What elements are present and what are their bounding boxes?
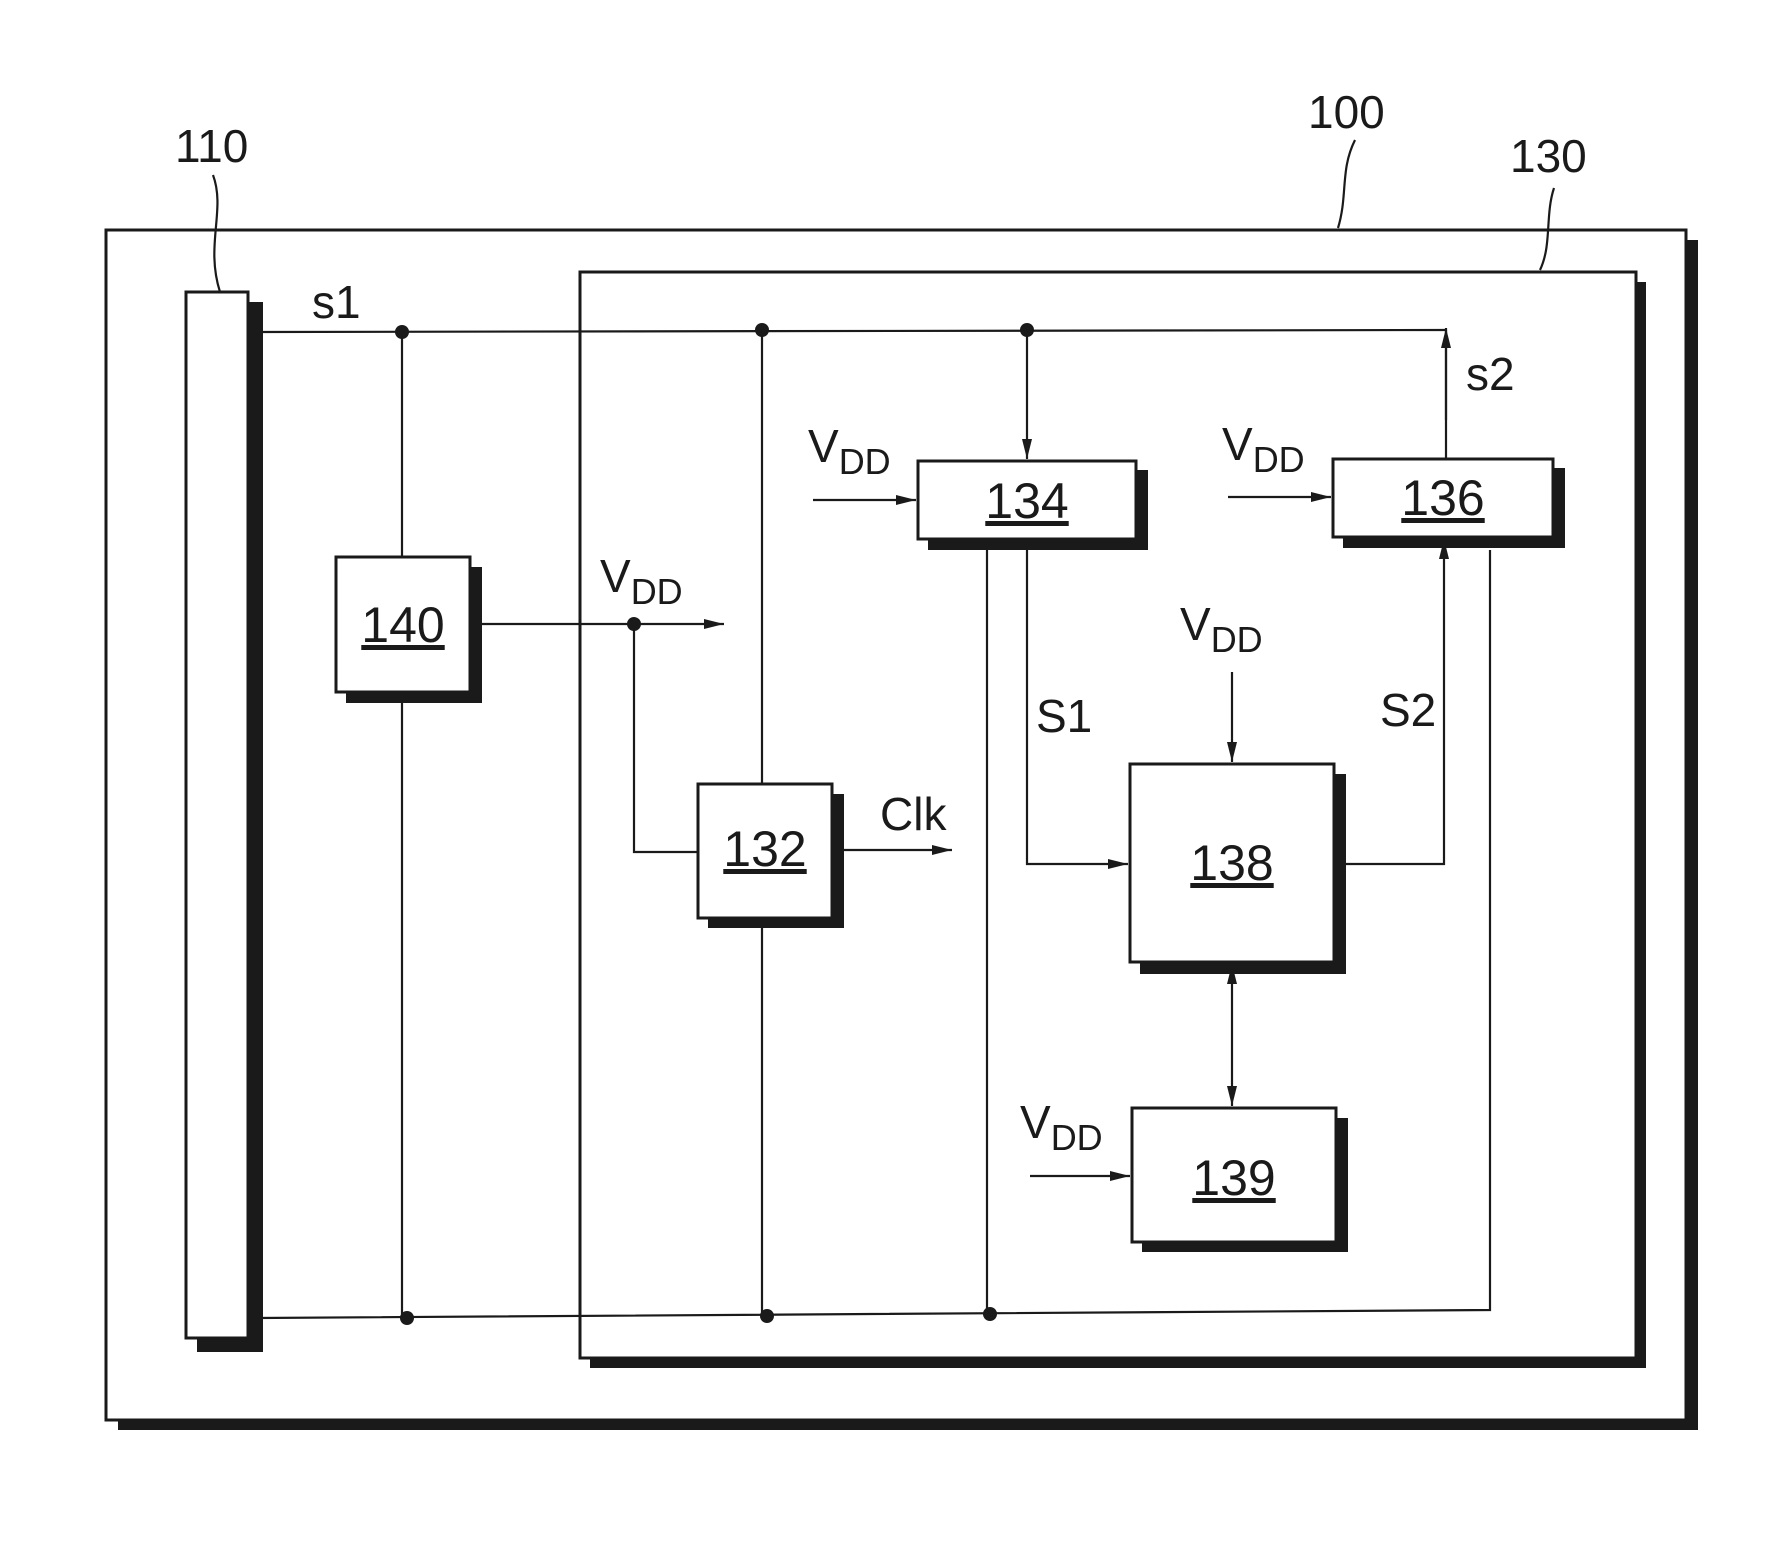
block-138: 138 (1130, 764, 1346, 974)
block-139: 139 (1132, 1108, 1348, 1252)
clk-label: Clk (880, 788, 947, 840)
signal-s1-label: s1 (312, 276, 361, 328)
bus-ref-label: 110 (175, 120, 248, 172)
module-ref-label: 130 (1510, 130, 1587, 182)
block-139-label: 139 (1192, 1150, 1275, 1206)
block-132: 132 (698, 784, 844, 928)
block-140: 140 (336, 557, 482, 703)
block-138-label: 138 (1190, 835, 1273, 891)
bus-bar (186, 292, 263, 1352)
block-136-label: 136 (1401, 470, 1484, 526)
block-140-label: 140 (361, 597, 444, 653)
block-134-label: 134 (985, 473, 1068, 529)
device-ref-label: 100 (1308, 86, 1385, 138)
signal-S1-label: S1 (1036, 690, 1092, 742)
block-132-label: 132 (723, 821, 806, 877)
block-136: 136 (1333, 459, 1565, 548)
block-134: 134 (918, 461, 1148, 550)
leader-device (1338, 140, 1355, 228)
signal-S2-label: S2 (1380, 684, 1436, 736)
signal-s2-label: s2 (1466, 348, 1515, 400)
